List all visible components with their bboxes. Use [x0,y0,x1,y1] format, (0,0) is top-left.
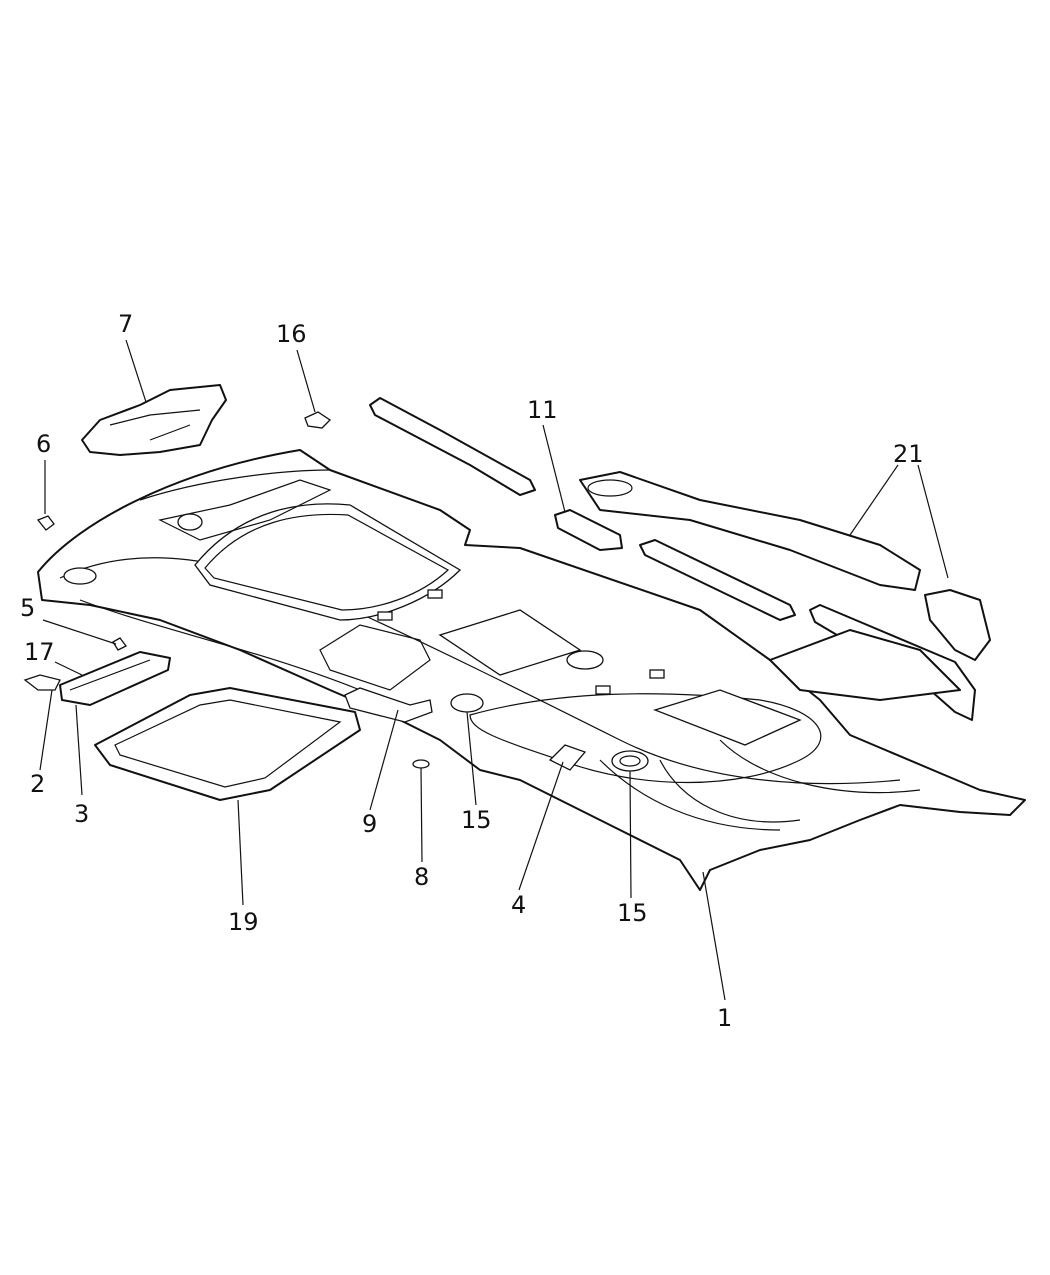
sun-visor [23,651,171,706]
clip-6 [36,515,55,531]
callout-6: 6 [36,430,52,458]
grab-handle-9 [344,687,433,723]
grab-handle-bezel-rear [611,750,649,772]
callout-7: 7 [118,310,134,338]
callout-1: 1 [717,1004,733,1032]
rear-trim-21 [579,471,991,721]
upper-rail [369,397,536,496]
leader-lines [39,339,949,1001]
callout-9: 9 [362,810,378,838]
trim-11 [554,509,623,551]
callout-3: 3 [74,800,90,828]
callout-16: 16 [276,320,307,348]
sunroof-trim-frame [94,687,361,801]
pin-8 [412,759,430,769]
callout-4: 4 [511,891,527,919]
callout-21: 21 [893,440,924,468]
callout-2: 2 [30,770,46,798]
callout-5: 5 [20,594,36,622]
callout-15-rear: 15 [617,899,648,927]
overhead-console [81,384,227,456]
callout-11: 11 [527,396,558,424]
grab-handle-bezel-front [450,693,484,713]
clip-5 [112,637,127,651]
callout-15-front: 15 [461,806,492,834]
headliner-panel [37,449,1026,891]
clip-16 [304,411,332,429]
handle-bezel-4 [548,744,587,771]
callout-19: 19 [228,908,259,936]
callout-8: 8 [414,863,430,891]
callout-17: 17 [24,638,55,666]
